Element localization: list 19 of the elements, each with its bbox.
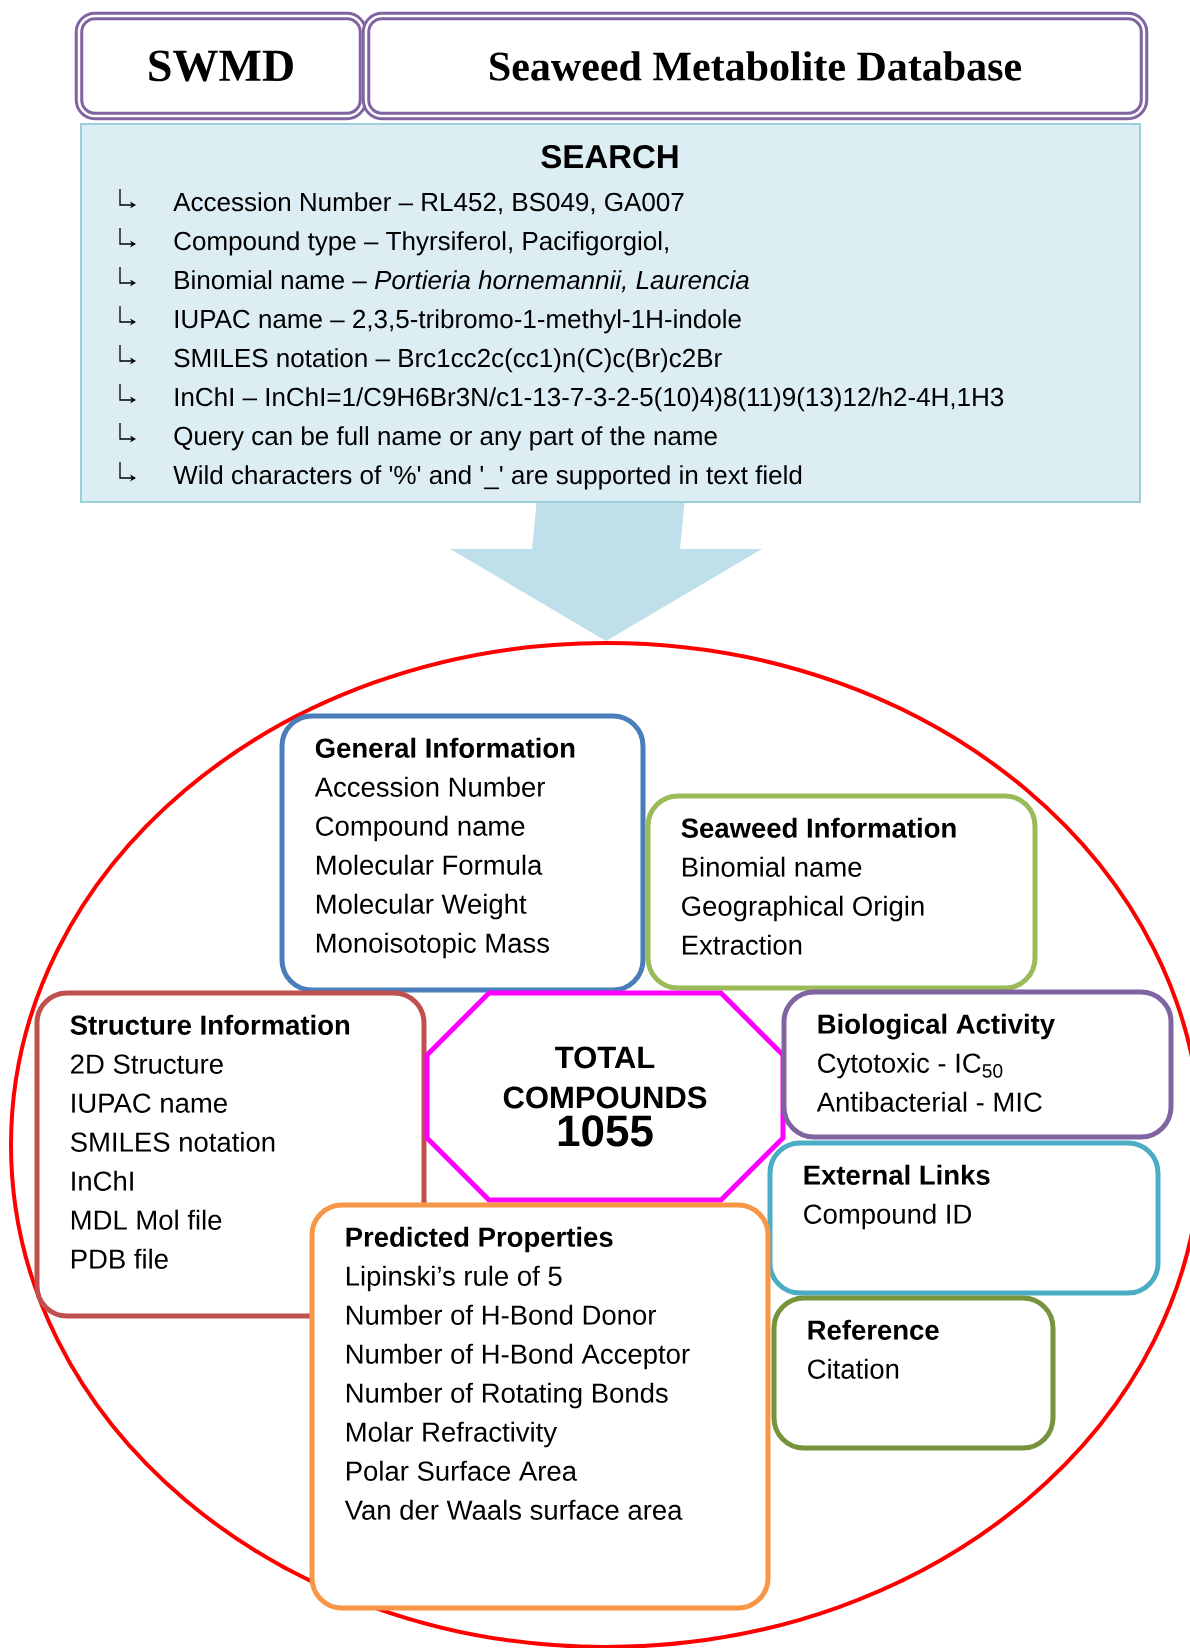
search-item: InChI – InChI=1/C9H6Br3N/c1-13-7-3-2-5(10)4)8(11)9(13)12/h2-4H,1H3 (175, 387, 1004, 412)
search-item: IUPAC name – 2,3,5-tribromo-1-methyl-1H-indole (175, 309, 741, 334)
info-box: Reference Citation (771, 1295, 1056, 1451)
info-box: Seaweed Information Binomial name Geographical Origin Extraction (645, 793, 1038, 991)
header-box: SWMD (74, 11, 368, 121)
search-item: Wild characters of '%' and '_' are supported in text field (173, 465, 802, 490)
info-box: External Links Compound ID (767, 1140, 1161, 1296)
search-item: Accession Number – RL452, BS049, GA007 (173, 192, 684, 215)
search-item: SMILES notation – Brc1cc2c(cc1)n(C)c(Br)c2Br (174, 348, 722, 373)
info-box: Predicted Properties Lipinski’s rule of 5 Number of H-Bond Donor Number of H-Bond Acceptor Number of Rotating Bonds Molar Refractivity Polar Surface Area Van der Waals surface area (309, 1202, 771, 1611)
search-item: Compound type – Thyrsiferol, Pacifigorgiol, (174, 231, 668, 256)
header-box: Seaweed Metabolite Database (361, 11, 1149, 121)
block-arrow (450, 503, 762, 641)
search-item: Query can be full name or any part of the name (174, 426, 717, 451)
octagon: TOTAL COMPOUNDS 1055 (424, 990, 786, 1203)
info-box: General Information Accession Number Compound name Molecular Formula Molecular Weight Monoisotopic Mass (279, 713, 646, 993)
info-box: Biological Activity Cytotoxic - IC$_{50}$ Antibacterial - MIC (781, 989, 1174, 1140)
ellipse-outline (9, 641, 1190, 1648)
search-item: Binomial name – Portieria hornemannii, Laurencia (175, 270, 749, 293)
